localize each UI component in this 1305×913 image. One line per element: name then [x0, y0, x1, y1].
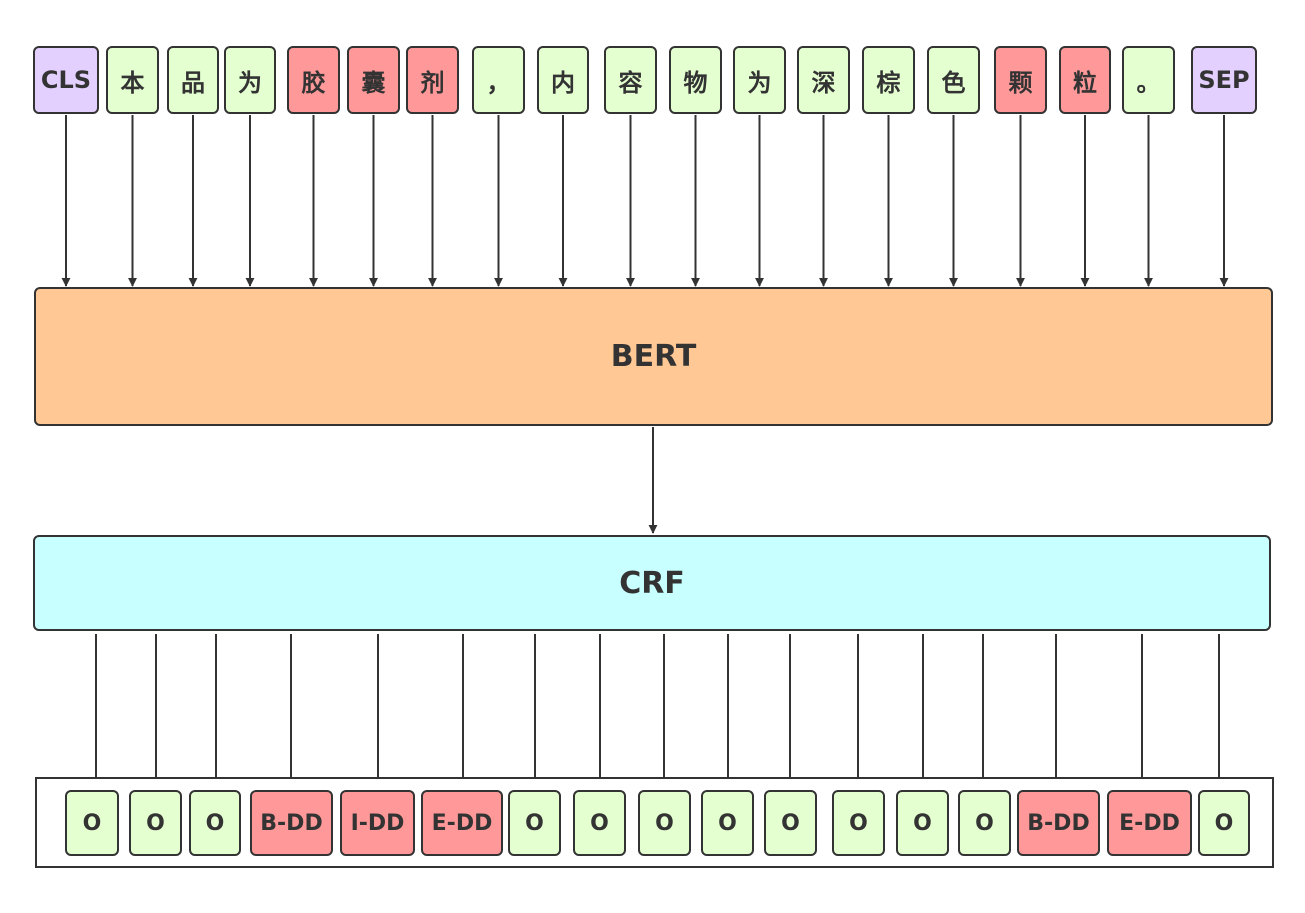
input-token: 为 — [733, 46, 786, 114]
output-tag: O — [764, 790, 817, 856]
crf-label: CRF — [619, 565, 685, 601]
input-token: 深 — [797, 46, 850, 114]
input-token: 物 — [669, 46, 722, 114]
output-tag: O — [896, 790, 949, 856]
input-token: 棕 — [862, 46, 915, 114]
output-tag: B-DD — [1017, 790, 1100, 856]
input-token: 胶 — [287, 46, 340, 114]
output-tag: I-DD — [340, 790, 415, 856]
input-token: 囊 — [347, 46, 400, 114]
output-tag: O — [701, 790, 754, 856]
output-tag: O — [65, 790, 119, 856]
output-tag: O — [1198, 790, 1250, 856]
output-tag: O — [638, 790, 691, 856]
input-token: 内 — [537, 46, 589, 114]
output-tag: E-DD — [421, 790, 503, 856]
input-token: 本 — [106, 46, 159, 114]
input-token: 为 — [224, 46, 276, 114]
crf-block: CRF — [33, 535, 1271, 631]
output-tag: E-DD — [1107, 790, 1192, 856]
input-token: 。 — [1122, 46, 1175, 114]
output-tag: O — [129, 790, 182, 856]
input-token: 粒 — [1059, 46, 1111, 114]
input-token: 容 — [604, 46, 657, 114]
bert-block: BERT — [34, 287, 1273, 426]
input-token: 品 — [167, 46, 219, 114]
bert-label: BERT — [610, 339, 697, 374]
output-tag: O — [508, 790, 561, 856]
input-token: 颗 — [994, 46, 1047, 114]
output-tag: O — [832, 790, 885, 856]
input-token: SEP — [1191, 46, 1257, 114]
output-tag: O — [958, 790, 1011, 856]
output-tag: O — [189, 790, 241, 856]
output-tag: O — [573, 790, 626, 856]
output-tag: B-DD — [250, 790, 333, 856]
input-token: 色 — [927, 46, 980, 114]
input-token: CLS — [33, 46, 99, 114]
input-token: ， — [472, 46, 525, 114]
input-token: 剂 — [406, 46, 459, 114]
